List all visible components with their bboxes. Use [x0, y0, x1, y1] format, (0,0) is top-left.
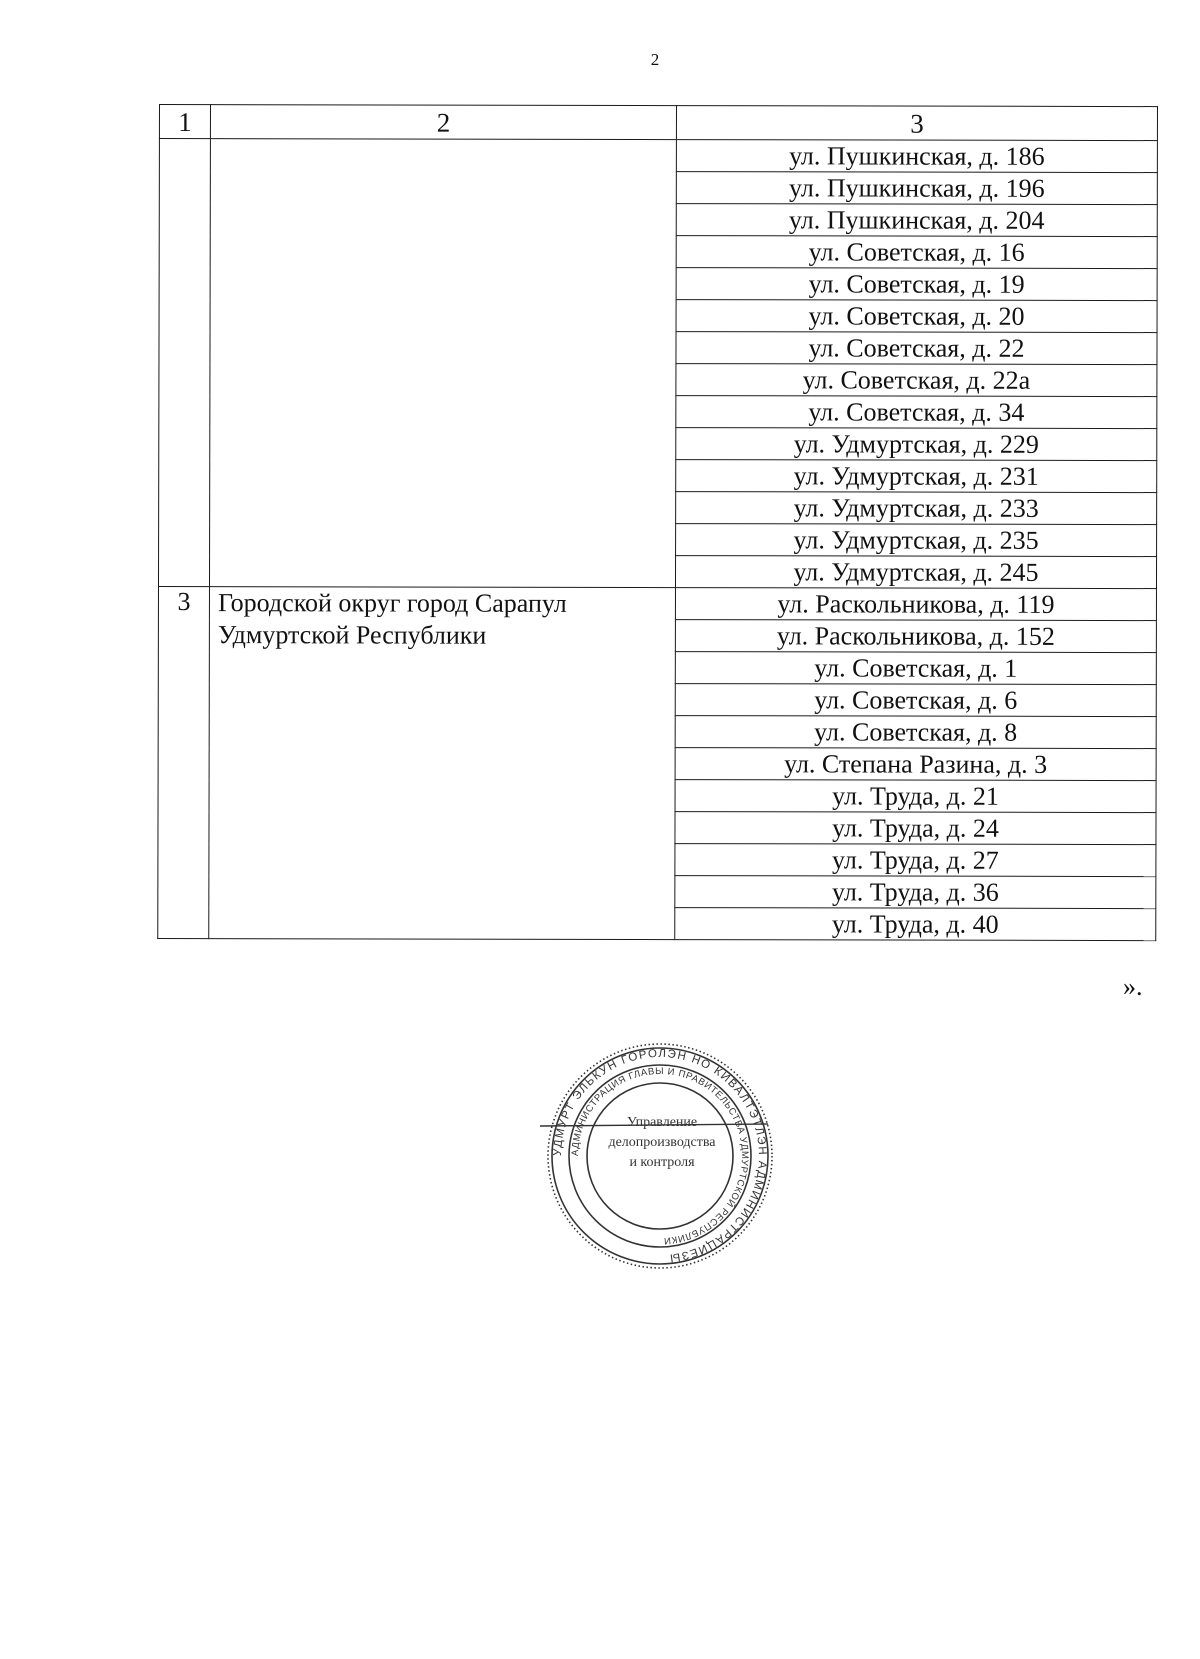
- page-number: 2: [650, 50, 660, 69]
- address-cell: ул. Удмуртская, д. 235: [675, 523, 1157, 557]
- header-cell: 3: [676, 105, 1158, 141]
- address-cell: ул. Советская, д. 20: [676, 299, 1158, 333]
- address-cell: ул. Советская, д. 1: [675, 651, 1157, 685]
- address-cell: ул. Советская, д. 6: [675, 683, 1157, 717]
- seal-center-line: и контроля: [629, 1155, 695, 1170]
- address-cell: ул. Удмуртская, д. 231: [675, 459, 1157, 493]
- table-header-row: 1 2 3: [159, 104, 1158, 141]
- table-row: ул. Пушкинская, д. 186: [158, 138, 1158, 588]
- address-cell: ул. Советская, д. 19: [676, 267, 1158, 301]
- address-cell: ул. Советская, д. 16: [676, 235, 1158, 269]
- address-cell: ул. Труда, д. 27: [674, 843, 1156, 877]
- address-cell: ул. Советская, д. 34: [675, 395, 1157, 429]
- address-cell: ул. Пушкинская, д. 186: [676, 139, 1158, 173]
- address-cell: ул. Удмуртская, д. 233: [675, 491, 1157, 525]
- row-number-cell: 3: [157, 586, 210, 939]
- row-number-cell: [158, 138, 211, 587]
- address-cell: ул. Удмуртская, д. 229: [675, 427, 1157, 461]
- header-cell: 1: [159, 104, 211, 139]
- address-cell: ул. Труда, д. 24: [674, 811, 1157, 845]
- address-cell: ул. Труда, д. 36: [674, 875, 1156, 909]
- header-cell: 2: [210, 104, 677, 140]
- address-cell: ул. Советская, д. 22а: [675, 363, 1157, 397]
- organization-cell: [209, 138, 677, 588]
- closing-quote-mark: ».: [1123, 972, 1143, 1001]
- address-cell: ул. Удмуртская, д. 245: [675, 555, 1157, 589]
- address-cell: ул. Степана Разина, д. 3: [675, 747, 1157, 781]
- address-cell: ул. Раскольникова, д. 152: [675, 619, 1157, 653]
- organization-cell: Городской округ город Сарапул Удмуртской…: [208, 586, 676, 940]
- address-cell: ул. Труда, д. 40: [674, 907, 1156, 941]
- address-cell: ул. Советская, д. 8: [675, 715, 1157, 749]
- official-seal: УДМУРТ ЭЛЬКУН ГОРОЛЭН НО КИВАЛТЭТЛЭН АДМ…: [540, 1043, 773, 1269]
- seal-center-line: делопроизводства: [608, 1135, 716, 1150]
- address-cell: ул. Раскольникова, д. 119: [675, 587, 1157, 621]
- address-cell: ул. Советская, д. 22: [675, 331, 1158, 365]
- seal-center-line: Управление: [627, 1115, 697, 1130]
- address-cell: ул. Труда, д. 21: [675, 779, 1157, 813]
- address-cell: ул. Пушкинская, д. 204: [676, 203, 1158, 237]
- address-cell: ул. Пушкинская, д. 196: [676, 171, 1158, 205]
